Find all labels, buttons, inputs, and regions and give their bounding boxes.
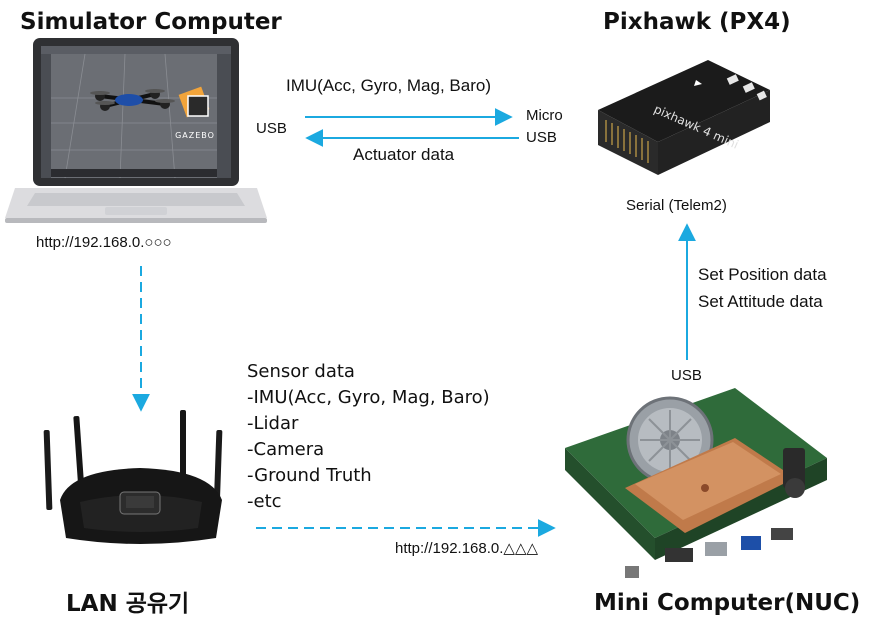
gazebo-logo: GAZEBO xyxy=(175,86,215,140)
nuc-address: http://192.168.0.△△△ xyxy=(395,540,539,557)
list-item: -Ground Truth xyxy=(247,465,372,486)
drone-icon xyxy=(90,89,175,111)
sensor-data-heading: Sensor data xyxy=(247,361,355,382)
sensor-data-list: Sensor data -IMU(Acc, Gyro, Mag, Baro) -… xyxy=(247,359,490,515)
list-item: -etc xyxy=(247,491,282,512)
set-attitude-label: Set Attitude data xyxy=(698,292,823,311)
router-title: LAN 공유기 xyxy=(66,591,190,617)
simulator-address: http://192.168.0.○○○ xyxy=(36,234,172,251)
svg-text:GAZEBO: GAZEBO xyxy=(175,131,215,140)
imu-label: IMU(Acc, Gyro, Mag, Baro) xyxy=(286,76,491,95)
pixhawk-micro-label: Micro xyxy=(526,107,563,124)
pixhawk-usb-label: USB xyxy=(526,129,557,146)
simulator-title: Simulator Computer xyxy=(20,9,282,35)
nuc-illustration xyxy=(565,388,827,578)
router-illustration xyxy=(43,410,223,544)
pixhawk-title: Pixhawk (PX4) xyxy=(603,9,791,35)
set-position-label: Set Position data xyxy=(698,265,827,284)
list-item: -IMU(Acc, Gyro, Mag, Baro) xyxy=(247,387,490,408)
list-item: -Camera xyxy=(247,439,325,460)
list-item: -Lidar xyxy=(247,413,299,434)
pixhawk-illustration: pixhawk 4 mini xyxy=(598,60,770,175)
actuator-label: Actuator data xyxy=(353,145,455,164)
nuc-title: Mini Computer(NUC) xyxy=(594,590,861,616)
laptop-illustration: GAZEBO xyxy=(5,38,267,223)
serial-telem2-label: Serial (Telem2) xyxy=(626,197,727,214)
simulator-usb-label: USB xyxy=(256,120,287,137)
nuc-usb-label: USB xyxy=(671,367,702,384)
